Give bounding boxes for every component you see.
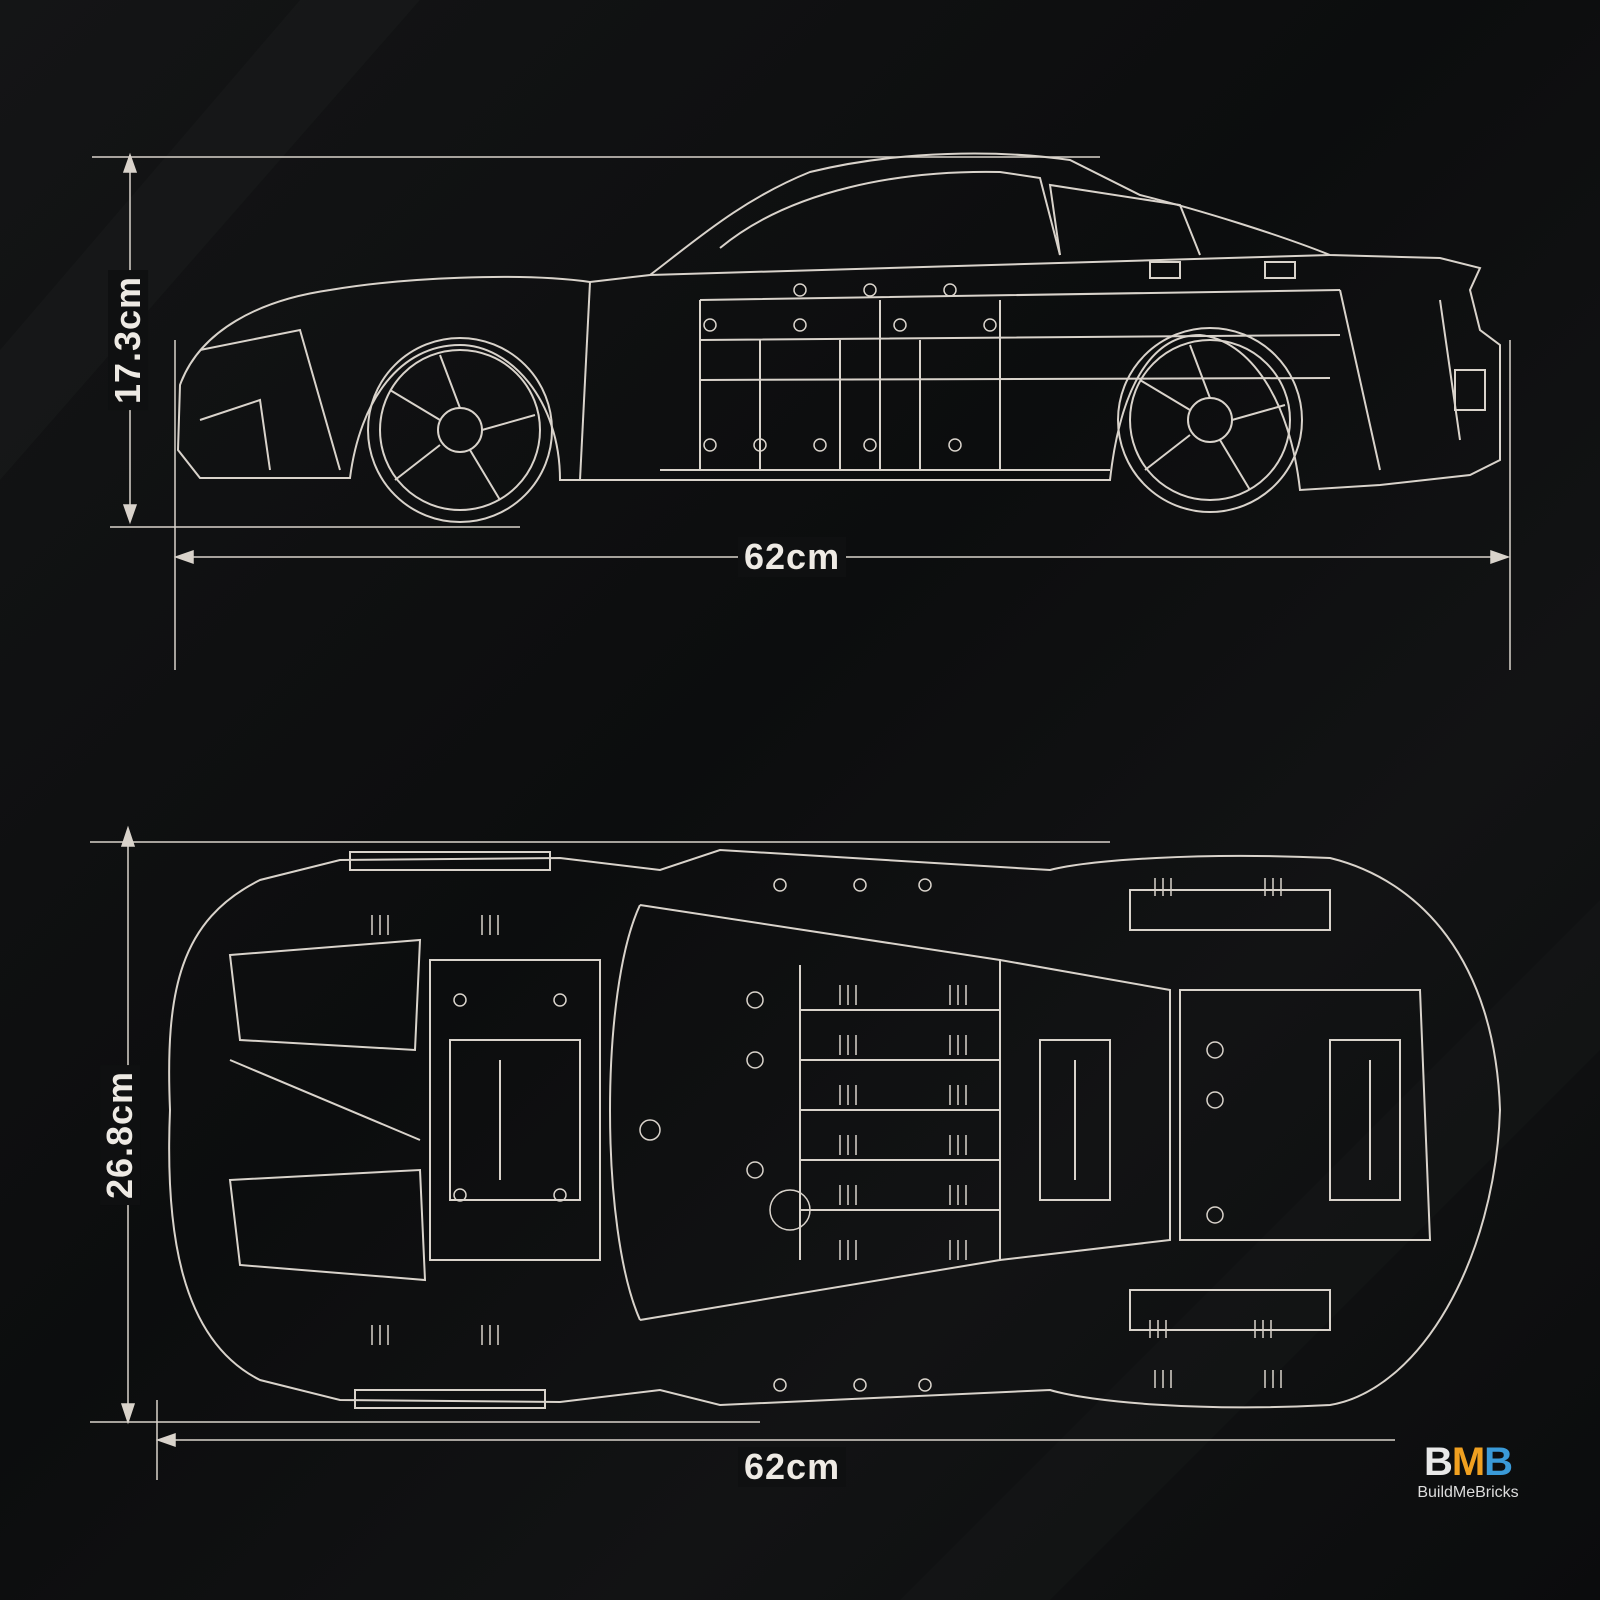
brand-logo: BMB BuildMeBricks: [1398, 1440, 1538, 1520]
logo-mark: BMB: [1423, 1440, 1513, 1484]
side-length-label: 62cm: [738, 537, 847, 577]
rear-wheel: [1117, 327, 1303, 513]
triple-slot-marks: [371, 878, 1282, 1388]
top-length-label: 62cm: [738, 1447, 847, 1487]
side-height-label: 17.3cm: [107, 269, 149, 411]
car-side-view: [176, 152, 1501, 523]
front-wheel: [367, 337, 553, 523]
top-width-label: 26.8cm: [99, 1064, 141, 1206]
side-dimension-lines: [92, 152, 1511, 670]
logo-name: BuildMeBricks: [1417, 1484, 1519, 1501]
car-top-view: [168, 848, 1502, 1409]
